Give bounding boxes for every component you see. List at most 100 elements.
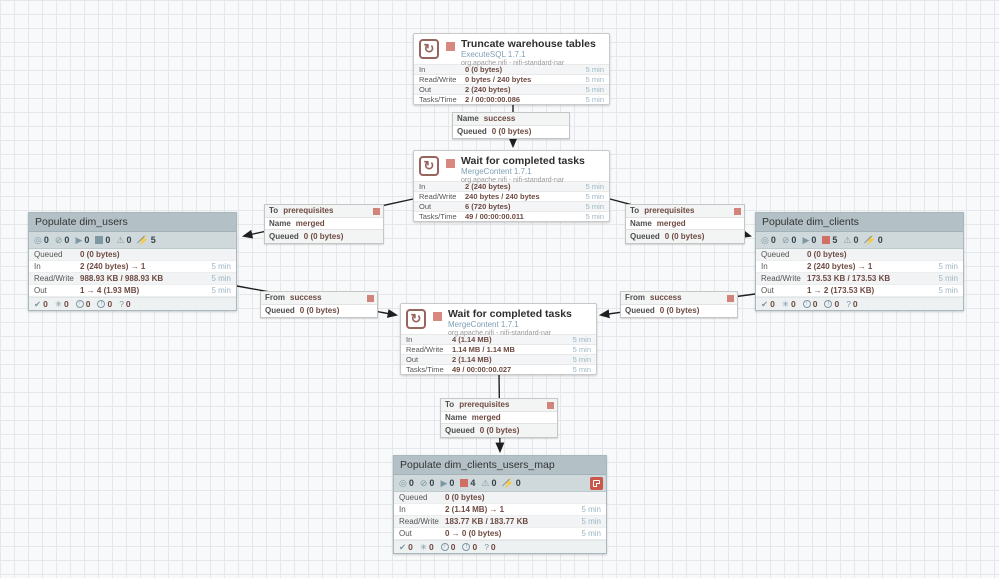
- stat-window: 5 min: [938, 286, 958, 295]
- transmitting-icon: ◎: [399, 477, 407, 488]
- stat-window: 5 min: [572, 365, 591, 374]
- stat-row-read-write: Read/Write 1.14 MB / 1.14 MB 5 min: [401, 344, 596, 354]
- stat-row-queued: Queued 0 (0 bytes): [756, 249, 963, 261]
- stat-label: Queued: [399, 493, 428, 502]
- stat-label: Read/Write: [419, 75, 457, 84]
- stat-label: Out: [419, 202, 432, 211]
- connection-label-from-success-right[interactable]: From success Queued 0 (0 bytes): [620, 291, 738, 318]
- not-transmitting-count: 0: [791, 235, 797, 245]
- transmitting-count: 0: [408, 478, 414, 488]
- processor-wait-for-completed-tasks-1[interactable]: ↻ Wait for completed tasks MergeContent …: [413, 150, 610, 222]
- disabled-count: 0: [515, 478, 521, 488]
- locally-modified-stale-icon: !: [97, 300, 106, 308]
- processor-wait-for-completed-tasks-2[interactable]: ↻ Wait for completed tasks MergeContent …: [400, 303, 597, 375]
- stopped-icon: [95, 236, 104, 244]
- stat-label: In: [419, 182, 426, 191]
- stopped-state-icon: [446, 42, 455, 51]
- stat-value: 4 (1.14 MB): [452, 335, 492, 344]
- stale-count: 0: [450, 542, 456, 552]
- disabled-icon: ⚡: [864, 234, 876, 245]
- stopped-icon: [460, 479, 469, 487]
- stat-label: Out: [419, 85, 432, 94]
- stat-label: Out: [399, 529, 412, 538]
- stat-label: Out: [406, 355, 419, 364]
- stat-window: 5 min: [585, 202, 604, 211]
- stopped-state-icon: [433, 312, 442, 321]
- sync-failure-count: 0: [125, 299, 131, 309]
- stat-value: 2 (240 bytes) → 1: [80, 262, 146, 271]
- stat-row-in: In 2 (240 bytes) 5 min: [414, 181, 609, 191]
- locally-modified-count: 0: [63, 299, 69, 309]
- connection-name-value: success: [483, 114, 516, 124]
- connection-queued-row: Queued 0 (0 bytes): [626, 230, 744, 243]
- processor-truncate-warehouse-tables[interactable]: ↻ Truncate warehouse tables ExecuteSQL 1…: [413, 33, 610, 105]
- stat-window: 5 min: [572, 355, 591, 364]
- process-group-status-bar: ◎0 ⊘0 ▶0 0 ⚠0 ⚡5: [29, 232, 236, 249]
- disabled-icon: ⚡: [502, 477, 514, 488]
- stat-row-in: In 0 (0 bytes) 5 min: [414, 64, 609, 74]
- stat-value: 0 (0 bytes): [465, 65, 503, 74]
- stat-row-read-write: Read/Write 988.93 KB / 988.93 KB 5 min: [29, 273, 236, 285]
- connection-label-from-success-left[interactable]: From success Queued 0 (0 bytes): [260, 291, 378, 318]
- invalid-count: 0: [126, 235, 132, 245]
- connection-to-row: To prerequisites: [626, 205, 744, 218]
- connection-queued-row: Queued 0 (0 bytes): [621, 305, 737, 318]
- stat-value: 240 bytes / 240 bytes: [465, 192, 540, 201]
- stat-row-tasks-time: Tasks/Time 2 / 00:00:00.086 5 min: [414, 94, 609, 104]
- stat-value: 49 / 00:00:00.011: [465, 212, 524, 221]
- stat-value: 183.77 KB / 183.77 KB: [445, 517, 529, 526]
- process-group-populate-dim-clients-users-map[interactable]: Populate dim_clients_users_map ◎0 ⊘0 ▶0 …: [393, 455, 607, 554]
- stat-window: 5 min: [585, 75, 604, 84]
- not-transmitting-count: 0: [429, 478, 435, 488]
- connection-to-value: prerequisites: [644, 206, 695, 216]
- processor-icon: ↻: [419, 156, 439, 176]
- connection-queued-key: Queued: [625, 306, 655, 316]
- stat-value: 0 (0 bytes): [807, 250, 847, 259]
- stat-window: 5 min: [572, 345, 591, 354]
- stat-value: 2 (1.14 MB) → 1: [445, 505, 505, 514]
- stopped-count: 0: [105, 235, 111, 245]
- stat-label: In: [406, 335, 413, 344]
- connection-label-to-prerequisites-bottom[interactable]: To prerequisites Name merged Queued 0 (0…: [440, 398, 558, 438]
- connection-queued-value: 0 (0 bytes): [299, 306, 340, 316]
- processor-bundle: org.apache.nifi - nifi-standard-nar: [448, 329, 552, 337]
- stat-value: 0 (0 bytes): [445, 493, 485, 502]
- sync-failure-count: 0: [852, 299, 858, 309]
- process-group-populate-dim-clients[interactable]: Populate dim_clients ◎0 ⊘0 ▶0 5 ⚠0 ⚡0 Qu…: [755, 212, 964, 311]
- connection-to-value: prerequisites: [283, 206, 334, 216]
- stat-value: 2 (240 bytes): [465, 182, 511, 191]
- connection-to-row: To prerequisites: [441, 399, 557, 412]
- stat-label: Tasks/Time: [419, 95, 457, 104]
- stat-label: Queued: [34, 250, 63, 259]
- stat-row-out: Out 2 (240 bytes) 5 min: [414, 84, 609, 94]
- locally-modified-stale-count: 0: [107, 299, 113, 309]
- process-group-title: Populate dim_clients_users_map: [394, 456, 606, 475]
- processor-name: Wait for completed tasks: [448, 308, 572, 320]
- connection-label-to-prerequisites-left[interactable]: To prerequisites Name merged Queued 0 (0…: [264, 204, 384, 244]
- process-group-version-bar: ✔0 ✳0 ↑0 !0 ?0: [394, 540, 606, 553]
- running-count: 0: [811, 235, 817, 245]
- stale-icon: ↑: [802, 300, 811, 308]
- transmitting-icon: ◎: [761, 234, 769, 245]
- stat-row-in: In 2 (240 bytes) → 1 5 min: [29, 261, 236, 273]
- stat-window: 5 min: [585, 65, 604, 74]
- processor-bundle: org.apache.nifi - nifi-standard-nar: [461, 59, 565, 67]
- invalid-icon: ⚠: [481, 477, 490, 488]
- connection-label-to-prerequisites-right[interactable]: To prerequisites Name merged Queued 0 (0…: [625, 204, 745, 244]
- connection-queued-value: 0 (0 bytes): [659, 306, 700, 316]
- process-group-populate-dim-users[interactable]: Populate dim_users ◎0 ⊘0 ▶0 0 ⚠0 ⚡5 Queu…: [28, 212, 237, 311]
- transmitting-count: 0: [43, 235, 49, 245]
- process-group-title: Populate dim_clients: [756, 213, 963, 232]
- stat-row-read-write: Read/Write 240 bytes / 240 bytes 5 min: [414, 191, 609, 201]
- processor-icon: ↻: [419, 39, 439, 59]
- connection-label-success[interactable]: Name success Queued 0 (0 bytes): [452, 112, 570, 139]
- not-transmitting-count: 0: [64, 235, 70, 245]
- stat-window: 5 min: [585, 95, 604, 104]
- bulletin-indicator[interactable]: [590, 477, 603, 490]
- stat-value: 173.53 KB / 173.53 KB: [807, 274, 891, 283]
- connection-queued-row: Queued 0 (0 bytes): [453, 126, 569, 139]
- running-count: 0: [84, 235, 90, 245]
- locally-modified-stale-count: 0: [834, 299, 840, 309]
- connection-name-key: Name: [445, 412, 467, 422]
- disabled-icon: ⚡: [137, 234, 149, 245]
